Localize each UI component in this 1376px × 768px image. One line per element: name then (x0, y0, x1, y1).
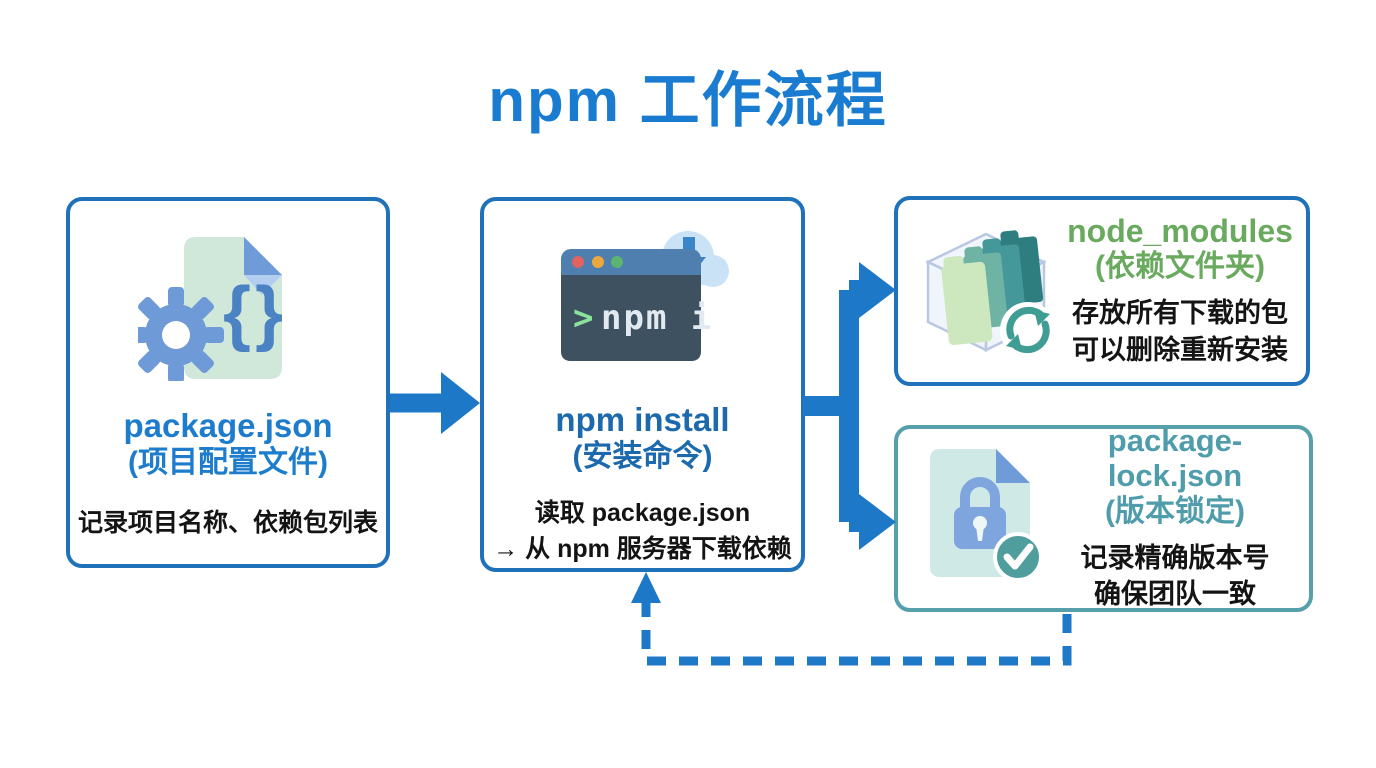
box-subtitle: (安装命令) (572, 439, 713, 473)
desc-line: 记录精确版本号 (1080, 542, 1270, 573)
npm-install-box: > npm i npm install (安装命令) 读取 package.js… (480, 197, 805, 572)
svg-text:{}: {} (223, 273, 287, 353)
lock-file-check-icon (916, 445, 1051, 592)
box-subtitle: (版本锁定) (1105, 494, 1245, 528)
gear-icon (128, 287, 224, 383)
arrow-install-to-package-lock (849, 494, 896, 550)
lock-icon (954, 477, 1006, 549)
node-modules-box: node_modules (依赖文件夹) 存放所有下载的包 可以删除重新安装 (894, 196, 1310, 386)
terminal-prompt: > (573, 298, 593, 338)
package-lock-box: package-lock.json (版本锁定) 记录精确版本号 确保团队一致 (894, 423, 1313, 612)
box-name: node_modules (1067, 212, 1293, 249)
desc-line: 可以删除重新安装 (1072, 334, 1288, 365)
terminal-cloud-download-icon: > npm i (553, 229, 733, 378)
json-file-gear-icon: {} (128, 235, 318, 386)
desc-line: 读取 package.json (534, 498, 751, 527)
desc-line: 确保团队一致 (1094, 579, 1256, 610)
arrow-package-to-install (390, 372, 480, 434)
box-name: package-lock.json (1107, 423, 1243, 494)
arrow-install-to-node-modules (849, 262, 896, 318)
page-title: npm 工作流程 (488, 67, 888, 134)
check-icon (993, 532, 1043, 582)
package-json-box: {} package.json (项目配置文件) 记录项目名称、依赖包列表 (66, 197, 390, 568)
box-name: package.json (123, 407, 333, 444)
box-subtitle: (依赖文件夹) (1095, 250, 1265, 284)
arrow-install-split-trunk (803, 290, 859, 522)
box-subtitle: (项目配置文件) (128, 445, 328, 479)
terminal-command: npm i (601, 298, 713, 338)
folders-cube-refresh-icon (914, 214, 1064, 369)
folder-stack-icon (941, 229, 1044, 345)
desc-line: → 从 npm 服务器下载依赖 (493, 535, 792, 564)
desc-line: 记录项目名称、依赖包列表 (77, 508, 378, 537)
box-name: npm install (555, 401, 730, 438)
desc-line: 存放所有下载的包 (1072, 298, 1288, 329)
refresh-icon (1000, 301, 1056, 358)
terminal-window-icon: > npm i (560, 249, 713, 361)
